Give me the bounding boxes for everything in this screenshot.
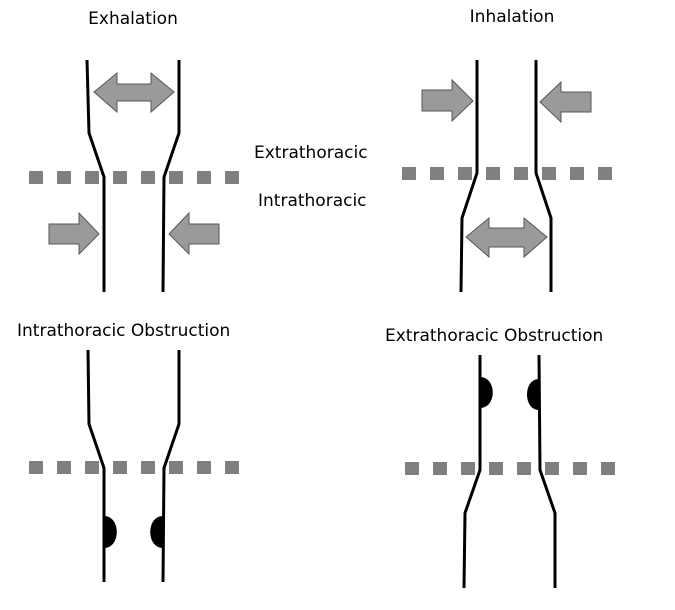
obstruction-mass-right [150,516,163,548]
boundary-dash [542,167,556,180]
boundary-dash [197,461,211,474]
boundary-dash [57,171,71,184]
airway-wall-right [537,354,557,588]
boundary-dash [225,461,239,474]
boundary-dash [57,461,71,474]
boundary-dash [573,462,587,475]
airway-wall-left [459,60,479,293]
arrow-right-compress-icon [48,211,100,256]
boundary-dash [489,462,503,475]
boundary-dash [601,462,615,475]
boundary-dash [458,167,472,180]
boundary-dash [141,171,155,184]
airway-wall-left [85,59,106,292]
airway-wall-right [161,60,181,293]
airway-wall-right [161,350,181,583]
boundary-dash [430,167,444,180]
panel-exhalation: Exhalation [29,9,239,293]
boundary-dash [29,171,43,184]
obstruction-mass-right [527,379,539,410]
obstruction-mass-left [480,377,493,408]
boundary-dash [461,462,475,475]
thoracic-boundary-line [405,462,615,475]
boundary-dash [514,167,528,180]
boundary-dash [197,171,211,184]
boundary-dash [85,461,99,474]
boundary-dash [113,461,127,474]
panel-extrathoracic-obstruction: Extrathoracic Obstruction [385,326,615,589]
boundary-dash [405,462,419,475]
boundary-dash [85,171,99,184]
arrow-left-compress-icon [168,211,220,256]
panel-intrathoracic-obstruction: Intrathoracic Obstruction [17,321,239,583]
thoracic-boundary-line [402,167,612,180]
panel-title-inhalation: Inhalation [470,7,555,27]
arrow-right-compress-icon [421,78,474,123]
boundary-dash [225,171,239,184]
airway-wall-right [534,60,553,292]
panel-title-intrathoracic-obstruction: Intrathoracic Obstruction [17,321,230,341]
boundary-dash [517,462,531,475]
panel-title-exhalation: Exhalation [88,9,178,29]
boundary-dash [29,461,43,474]
thoracic-boundary-line [29,171,239,184]
boundary-dash [169,461,183,474]
boundary-dash [570,167,584,180]
boundary-dash [486,167,500,180]
panel-inhalation: Inhalation [402,7,612,293]
panel-title-extrathoracic-obstruction: Extrathoracic Obstruction [385,326,603,346]
boundary-dash [169,171,183,184]
boundary-dash [598,167,612,180]
double-arrow-widen-icon [465,216,548,259]
thoracic-boundary-line [29,461,239,474]
double-arrow-widen-icon [93,71,175,114]
obstruction-mass-left [104,516,117,548]
boundary-dash [433,462,447,475]
boundary-dash [113,171,127,184]
boundary-dash [141,461,155,474]
extrathoracic-label: Extrathoracic [254,143,368,163]
arrow-left-compress-icon [539,80,592,124]
boundary-dash [402,167,416,180]
intrathoracic-label: Intrathoracic [258,191,367,211]
airway-wall-left [462,355,482,589]
boundary-dash [545,462,559,475]
